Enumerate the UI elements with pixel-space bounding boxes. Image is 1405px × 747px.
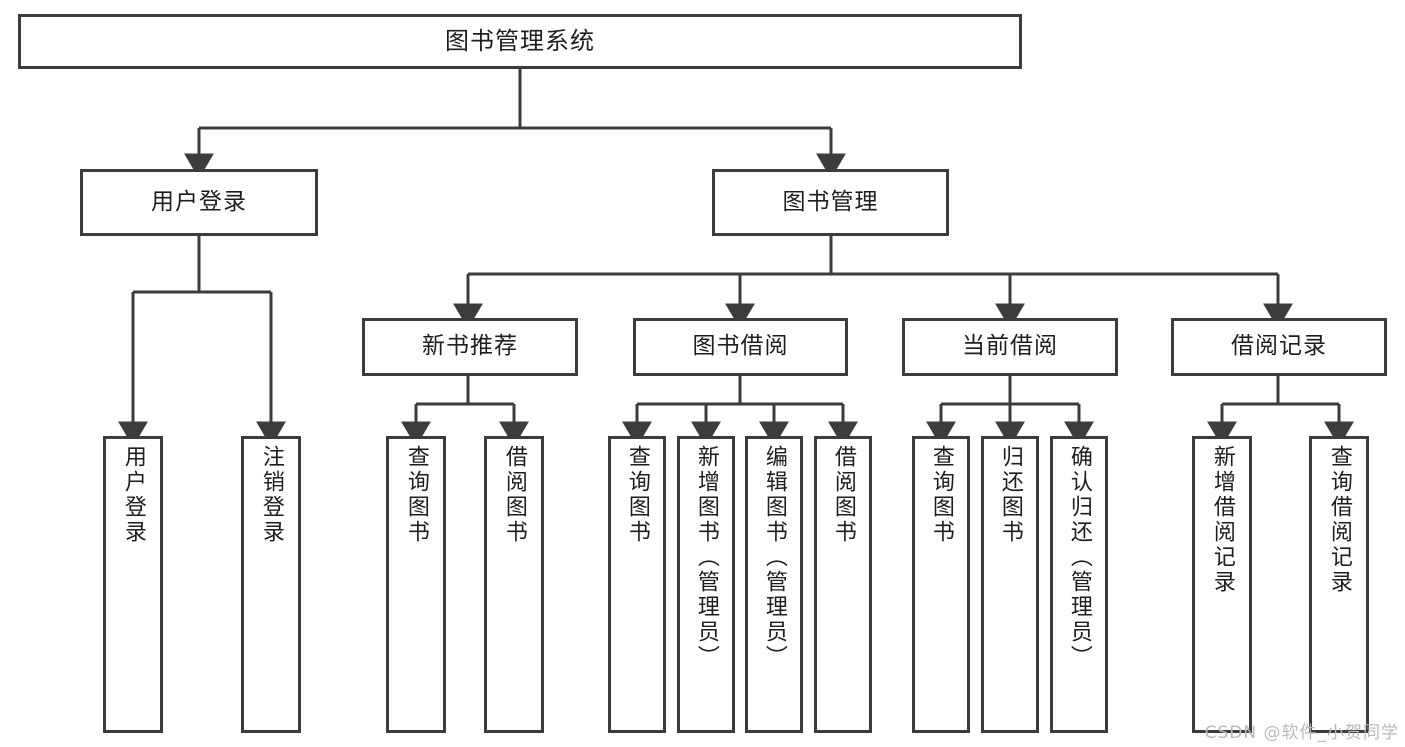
leaf-label: 借阅图书	[830, 445, 856, 545]
node-root-book-management-system[interactable]: 图书管理系统	[18, 14, 1022, 69]
leaf-book-borrow-edit-book-admin[interactable]: 编辑图书（管理员）	[745, 436, 803, 733]
leaf-label: 查询图书	[403, 445, 429, 545]
leaf-current-borrow-confirm-return-admin[interactable]: 确认归还（管理员）	[1050, 436, 1108, 733]
leaf-user-login-login[interactable]: 用户登录	[103, 436, 163, 733]
node-user-login[interactable]: 用户登录	[80, 169, 318, 236]
leaf-current-borrow-query-book[interactable]: 查询图书	[912, 436, 970, 733]
node-label: 图书管理	[782, 188, 879, 215]
leaf-new-book-borrow-book[interactable]: 借阅图书	[484, 436, 544, 733]
node-new-book-recommendation[interactable]: 新书推荐	[362, 318, 578, 376]
leaf-label: 查询借阅记录	[1326, 445, 1352, 595]
node-borrowing-records[interactable]: 借阅记录	[1171, 318, 1387, 376]
node-label: 当前借阅	[962, 333, 1058, 360]
leaf-label: 用户登录	[120, 445, 146, 545]
leaf-label: 编辑图书（管理员）	[761, 445, 787, 670]
node-label: 借阅记录	[1231, 333, 1327, 360]
leaf-label: 查询图书	[624, 445, 650, 545]
node-label: 图书管理系统	[445, 27, 595, 56]
leaf-book-borrow-add-book-admin[interactable]: 新增图书（管理员）	[677, 436, 735, 733]
node-current-borrowing[interactable]: 当前借阅	[902, 318, 1118, 376]
leaf-label: 查询图书	[928, 445, 954, 545]
node-label: 新书推荐	[422, 333, 518, 360]
leaf-user-login-logout[interactable]: 注销登录	[241, 436, 301, 733]
leaf-book-borrow-borrow-book[interactable]: 借阅图书	[814, 436, 872, 733]
leaf-label: 借阅图书	[501, 445, 527, 545]
leaf-label: 新增图书（管理员）	[693, 445, 719, 670]
node-label: 用户登录	[151, 188, 247, 215]
leaf-current-borrow-return-book[interactable]: 归还图书	[981, 436, 1039, 733]
leaf-label: 新增借阅记录	[1209, 445, 1235, 595]
leaf-book-borrow-query-book[interactable]: 查询图书	[608, 436, 666, 733]
leaf-new-book-query-book[interactable]: 查询图书	[386, 436, 446, 733]
node-book-management[interactable]: 图书管理	[712, 169, 949, 236]
leaf-label: 确认归还（管理员）	[1066, 445, 1092, 670]
node-book-borrowing[interactable]: 图书借阅	[633, 318, 848, 376]
leaf-borrow-record-add-record[interactable]: 新增借阅记录	[1192, 436, 1252, 733]
leaf-label: 归还图书	[997, 445, 1023, 545]
watermark: CSDN @软件_小贺同学	[1204, 723, 1399, 743]
leaf-label: 注销登录	[258, 445, 284, 545]
leaf-borrow-record-query-record[interactable]: 查询借阅记录	[1309, 436, 1369, 733]
node-label: 图书借阅	[692, 333, 789, 360]
